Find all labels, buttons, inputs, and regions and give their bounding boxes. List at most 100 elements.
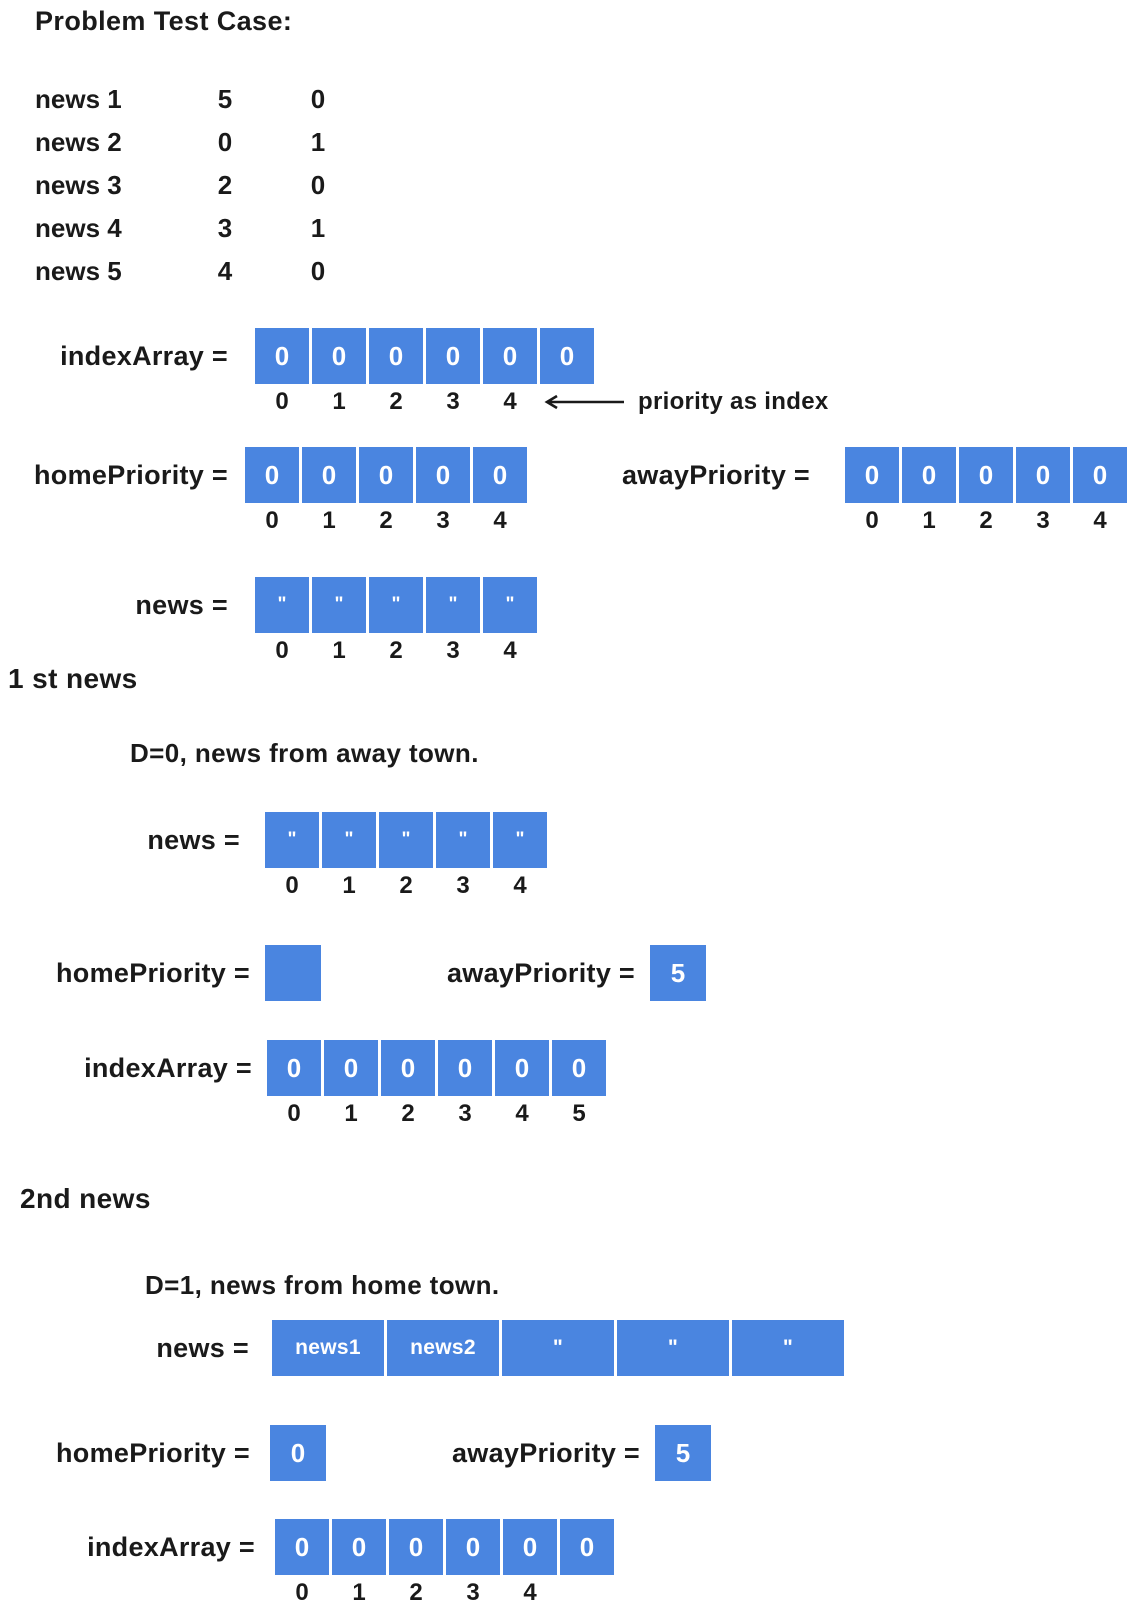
index-array-label: indexArray =: [60, 340, 228, 371]
index-label: 1: [332, 637, 346, 664]
away-priority-label: awayPriority =: [451, 1438, 640, 1468]
array-cell: 0: [369, 328, 423, 384]
index-label: 0: [275, 637, 289, 664]
news-name: news 5: [35, 256, 122, 286]
step1-heading: 1 st news: [8, 663, 138, 694]
array-cell: 0: [324, 1040, 378, 1096]
home-priority-box: [265, 945, 321, 1001]
news-array: """"": [255, 577, 537, 633]
index-label: 2: [979, 507, 993, 534]
array-cell: 0: [959, 447, 1013, 503]
away-priority-value: 1: [310, 213, 326, 243]
array-cell: 0: [267, 1040, 321, 1096]
array-cell: 0: [552, 1040, 606, 1096]
index-label: 3: [1036, 507, 1050, 534]
index-label: 3: [456, 872, 470, 899]
home-priority-value: 5: [217, 84, 233, 114]
index-label: 4: [503, 637, 517, 664]
array-cell: 0: [312, 328, 366, 384]
index-label: 4: [503, 388, 517, 415]
array-cell: 0: [446, 1519, 500, 1575]
array-cell: ": [265, 812, 319, 868]
index-label: 2: [389, 388, 403, 415]
array-cell: ": [426, 577, 480, 633]
away-priority-label: awayPriority =: [446, 958, 635, 988]
array-cell: ": [502, 1320, 614, 1376]
array-cell: 0: [245, 447, 299, 503]
index-label: 2: [409, 1579, 423, 1606]
step2-description: D=1, news from home town.: [145, 1270, 500, 1300]
index-label: 3: [446, 637, 460, 664]
index-label: 2: [401, 1100, 415, 1127]
array-cell: ": [379, 812, 433, 868]
left-arrow-icon: [544, 394, 624, 410]
news-label: news =: [147, 824, 240, 855]
array-cell: 0: [389, 1519, 443, 1575]
index-label: 0: [275, 388, 289, 415]
index-label: 0: [295, 1579, 309, 1606]
table-row: news 3 2 0: [0, 170, 420, 202]
index-label: 1: [342, 872, 356, 899]
array-cell: ": [312, 577, 366, 633]
array-cell: 0: [426, 328, 480, 384]
step1-description: D=0, news from away town.: [130, 738, 479, 768]
index-label: 1: [332, 388, 346, 415]
away-priority-value: 0: [310, 256, 326, 286]
index-label: 4: [1093, 507, 1107, 534]
array-cell: 0: [902, 447, 956, 503]
home-priority-value: 4: [217, 256, 233, 286]
array-cell: 0: [483, 328, 537, 384]
index-label: 0: [265, 507, 279, 534]
index-label: 4: [523, 1579, 537, 1606]
array-cell: 0: [1073, 447, 1127, 503]
array-cell: 0: [381, 1040, 435, 1096]
array-cell: 0: [1016, 447, 1070, 503]
array-cell: ": [732, 1320, 844, 1376]
away-priority-value: 0: [310, 84, 326, 114]
index-label: 4: [515, 1100, 529, 1127]
news-name: news 3: [35, 170, 122, 200]
index-array-label: indexArray =: [87, 1531, 255, 1562]
array-cell: 0: [540, 328, 594, 384]
index-label: 1: [922, 507, 936, 534]
index-label: 0: [287, 1100, 301, 1127]
array-cell: 0: [275, 1519, 329, 1575]
index-label: 3: [466, 1579, 480, 1606]
array-cell: 0: [473, 447, 527, 503]
home-priority-value: 0: [217, 127, 233, 157]
home-priority-value: 2: [217, 170, 233, 200]
news-name: news 2: [35, 127, 122, 157]
array-cell: ": [436, 812, 490, 868]
away-priority-label: awayPriority =: [621, 460, 810, 490]
array-cell: ": [483, 577, 537, 633]
table-row: news 2 0 1: [0, 127, 420, 159]
priority-annotation: priority as index: [638, 388, 829, 415]
table-row: news 1 5 0: [0, 84, 420, 116]
news-label: news =: [135, 589, 228, 620]
away-priority-box: 5: [650, 945, 706, 1001]
array-cell: 0: [438, 1040, 492, 1096]
